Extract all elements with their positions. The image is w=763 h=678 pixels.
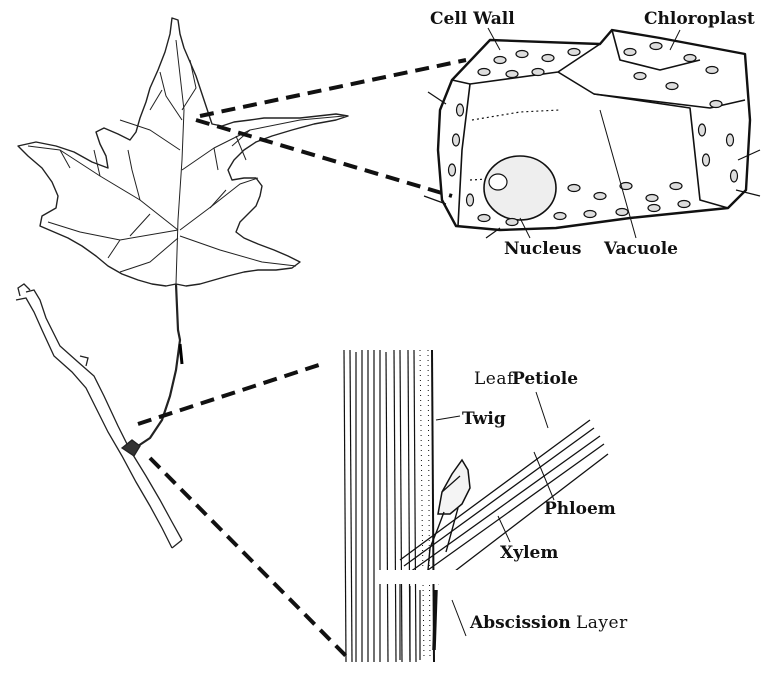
leaf-veins [28,40,344,284]
plant-cell [424,28,760,238]
twig [16,284,182,548]
leaf-outline [18,18,348,286]
bud [438,460,470,514]
label-leaf: Leaf [474,369,515,389]
label-petiole: Petiole [512,369,578,389]
label-layer: Layer [576,613,628,633]
label-cell-wall: Cell Wall [430,9,515,29]
label-xylem: Xylem [500,543,558,563]
maple-leaf [18,18,348,446]
label-nucleus: Nucleus [504,239,581,259]
label-vacuole: Vacuole [603,239,678,259]
label-twig: Twig [462,409,506,429]
label-phloem: Phloem [544,499,616,519]
label-abscission: Abscission [469,613,571,633]
label-chloroplast: Chloroplast [644,9,755,29]
